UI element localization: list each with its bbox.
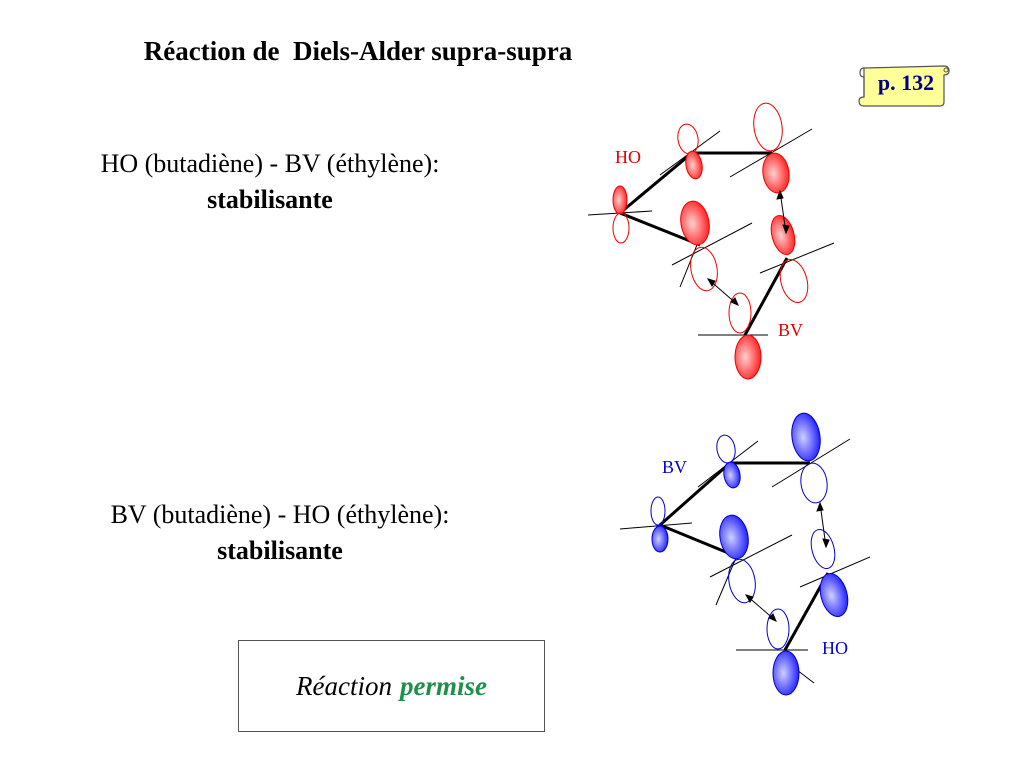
- orbital-c2: [716, 434, 741, 489]
- orbital-c4: [680, 200, 718, 292]
- orbital-diagram-bottom: [619, 412, 870, 696]
- orbital-c3: [791, 412, 828, 504]
- label-top-dienophile: BV: [778, 320, 804, 340]
- caption-top: HO (butadiène) - BV (éthylène): stabilis…: [20, 146, 520, 218]
- interaction-arrows: [706, 189, 790, 306]
- page-ref-label: p. 132: [877, 70, 935, 95]
- caption-top-line1: HO (butadiène) - BV (éthylène):: [100, 149, 440, 178]
- caption-top-verdict: stabilisante: [207, 185, 333, 214]
- caption-bottom: BV (butadiène) - HO (éthylène): stabilis…: [30, 497, 530, 569]
- page-ref-scroll: [856, 62, 950, 107]
- label-top-diene: HO: [615, 147, 641, 167]
- result-box: Réaction permise: [238, 640, 545, 732]
- orbital-c2: [677, 123, 703, 180]
- label-bottom-dienophile: HO: [822, 638, 848, 658]
- orbital-c1: [650, 496, 669, 553]
- diene-skeleton: [619, 151, 789, 336]
- orbital-c6: [728, 292, 762, 380]
- slide-title: Réaction de Diels-Alder supra-supra: [143, 36, 573, 66]
- orbital-c4: [719, 514, 756, 604]
- orbital-c3: [753, 102, 790, 194]
- caption-bottom-verdict: stabilisante: [217, 536, 343, 565]
- scroll-icon: [858, 65, 950, 107]
- orbital-diagram-top: [587, 102, 835, 380]
- orbital-axes: [587, 128, 835, 336]
- caption-bottom-line1: BV (butadiène) - HO (éthylène):: [110, 500, 450, 529]
- orbital-c1: [612, 185, 630, 244]
- orbital-c5: [770, 214, 809, 304]
- result-verdict: permise: [399, 670, 487, 701]
- orbital-c6: [766, 608, 800, 696]
- orbital-c5: [810, 528, 849, 618]
- result-word: Réaction: [296, 670, 392, 701]
- label-bottom-diene: BV: [662, 457, 688, 477]
- interaction-arrows: [744, 501, 830, 622]
